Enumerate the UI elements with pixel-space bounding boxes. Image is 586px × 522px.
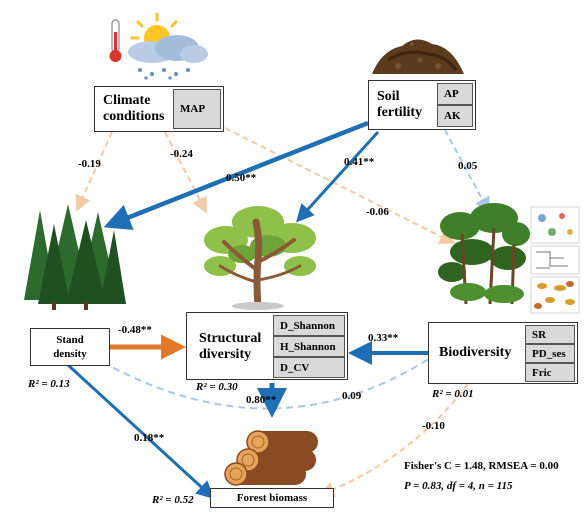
path-biodiversity-biomass (318, 383, 469, 498)
stand-title-line1: Stand (56, 334, 84, 346)
stand-title-line2: density (53, 348, 87, 360)
weather-icon (109, 12, 208, 80)
coef-stand-biomass: 0.18** (134, 432, 165, 444)
coef-climate-structural: -0.24 (170, 148, 193, 160)
coef-biodiversity-structural: 0.33** (368, 332, 399, 344)
path-climate-stand (75, 131, 113, 212)
biodiversity-var-sr: SR (525, 325, 575, 344)
climate-conditions-box: Climate conditions MAP (94, 86, 224, 132)
path-soil-stand (103, 120, 369, 230)
climate-var-map: MAP (173, 89, 221, 129)
soil-var-ap: AP (437, 83, 473, 105)
conifer-forest-icon (24, 204, 126, 310)
biodiversity-var-fric: Fric (525, 363, 575, 382)
coef-soil-structural: 0.41** (344, 156, 375, 168)
coef-biodiversity-biomass: -0.10 (422, 420, 445, 432)
coef-soil-biodiversity: 0.05 (458, 160, 478, 172)
structural-var-h-shannon: H_Shannon (273, 336, 345, 357)
coef-stand-biodiversity: 0.09 (342, 390, 362, 402)
biodiversity-box: Biodiversity SR PD_ses Fric (428, 322, 578, 384)
path-stand-biomass (66, 363, 215, 500)
soil-pile-icon (372, 39, 464, 74)
climate-title-line2: conditions (103, 109, 165, 124)
soil-fertility-box: Soil fertility AP AK (368, 80, 476, 130)
structural-r2: R² = 0.30 (196, 381, 238, 393)
stand-density-box: Stand density (30, 328, 110, 366)
soil-var-ak: AK (437, 105, 473, 127)
structural-title-line1: Structural (199, 331, 262, 346)
log-pile-icon (224, 430, 318, 486)
tropical-forest-icon (438, 203, 530, 305)
climate-title-line1: Climate (103, 93, 151, 108)
biomass-r2: R² = 0.52 (152, 494, 194, 506)
forest-biomass-box: Forest biomass (210, 488, 334, 508)
fit-stats-line1: Fisher's C = 1.48, RMSEA = 0.00 (404, 460, 559, 472)
coef-structural-biomass: 0.80** (246, 394, 277, 406)
path-soil-biodiversity (444, 129, 490, 214)
structural-var-d-shannon: D_Shannon (273, 315, 345, 336)
structural-title-line2: diversity (199, 347, 252, 362)
soil-title-line1: Soil (377, 89, 400, 104)
biodiversity-r2: R² = 0.01 (432, 388, 474, 400)
path-climate-biodiversity (224, 127, 456, 244)
biodiversity-title: Biodiversity (439, 345, 512, 360)
biomass-title: Forest biomass (236, 492, 308, 504)
soil-title-line2: fertility (377, 105, 423, 120)
structural-var-d-cv: D_CV (273, 357, 345, 378)
biodiversity-var-pd-ses: PD_ses (525, 344, 575, 363)
path-climate-structural (164, 131, 207, 214)
species-collage-icon (530, 206, 580, 314)
stand-r2: R² = 0.13 (28, 378, 70, 390)
coef-soil-stand: 0.50** (226, 172, 257, 184)
coef-climate-stand: -0.19 (78, 158, 101, 170)
structural-diversity-box: Structural diversity D_Shannon H_Shannon… (186, 312, 348, 380)
coef-climate-biodiversity: -0.06 (366, 206, 389, 218)
fit-stats-line2: P = 0.83, df = 4, n = 115 (404, 480, 513, 492)
coef-stand-structural: -0.48** (118, 324, 152, 336)
path-soil-structural (295, 130, 380, 223)
broadleaf-tree-icon (204, 206, 316, 310)
